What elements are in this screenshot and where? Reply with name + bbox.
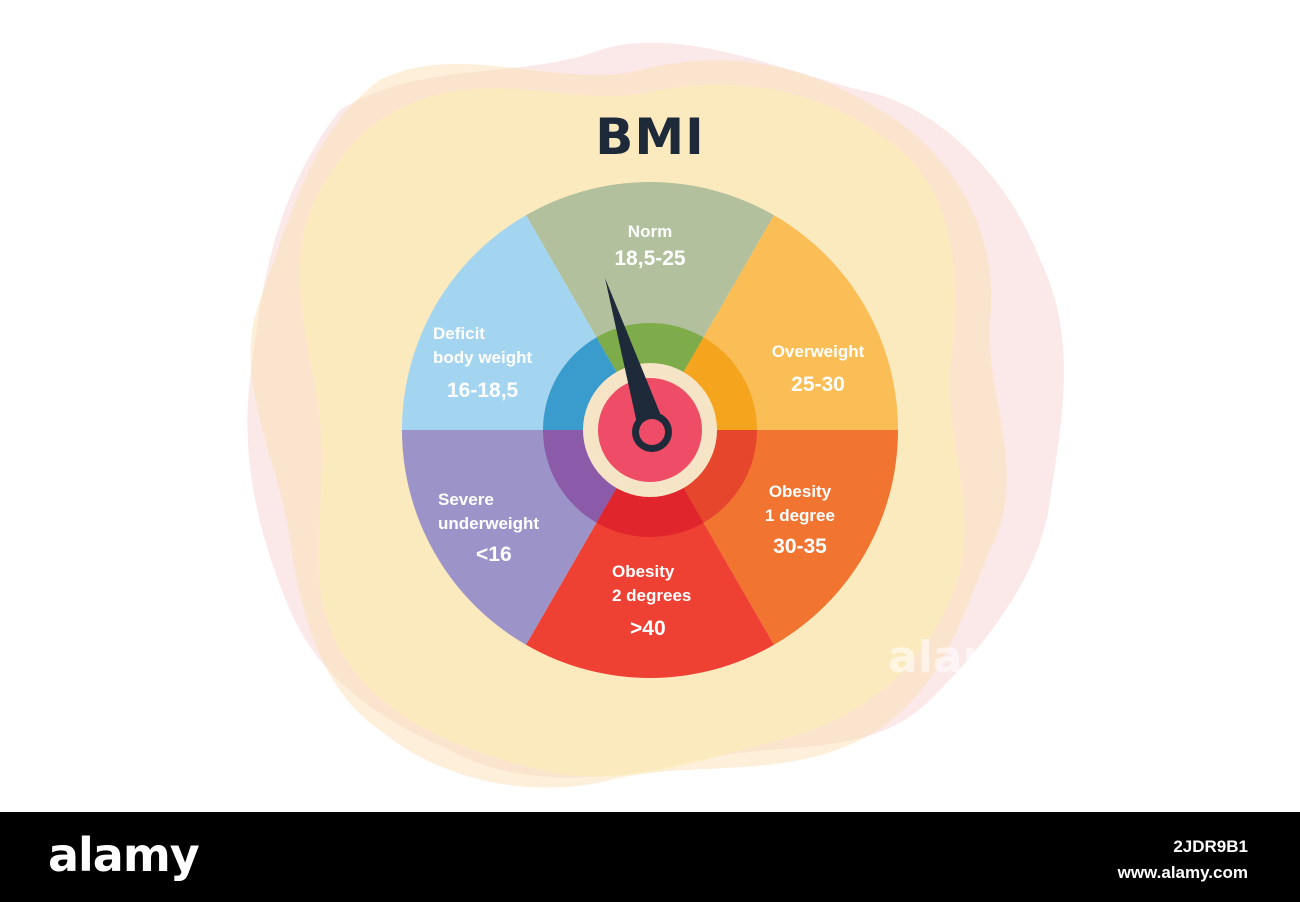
label-obesity1-name: Obesity 1 degree xyxy=(765,482,835,525)
label-severe-range: <16 xyxy=(476,543,512,566)
label-overweight: Overweight 25-30 xyxy=(748,340,888,400)
label-deficit: Deficit body weight 16-18,5 xyxy=(420,322,570,406)
watermark: alamy xyxy=(888,632,1037,683)
label-overweight-name: Overweight xyxy=(771,342,865,361)
footer-info: 2JDR9B1 www.alamy.com xyxy=(1118,834,1248,886)
label-norm-name: Norm xyxy=(627,222,673,241)
label-obesity2: Obesity 2 degrees >40 xyxy=(572,560,722,644)
label-norm: Norm 18,5-25 xyxy=(575,220,725,274)
footer-url: www.alamy.com xyxy=(1117,863,1248,882)
bmi-infographic: BMI Norm 18,5-25 Overweight 25-30 Obesit… xyxy=(247,42,1064,788)
outer-sectors xyxy=(402,182,898,678)
label-obesity2-range: >40 xyxy=(630,617,666,640)
page-title: BMI xyxy=(595,108,705,166)
sector-obesity2 xyxy=(526,430,774,678)
label-norm-range: 18,5-25 xyxy=(614,247,686,270)
footer-bar: alamy 2JDR9B1 www.alamy.com xyxy=(0,812,1300,902)
label-deficit-range: 16-18,5 xyxy=(447,379,519,402)
label-severe: Severe underweight <16 xyxy=(420,488,570,570)
bmi-dial-svg xyxy=(247,42,1064,788)
footer-image-id: 2JDR9B1 xyxy=(1173,837,1248,856)
label-deficit-name: Deficit body weight xyxy=(433,324,533,367)
label-obesity1-range: 30-35 xyxy=(773,535,827,558)
needle-pivot-center xyxy=(639,419,665,445)
footer-brand: alamy xyxy=(48,828,200,882)
label-obesity2-name: Obesity 2 degrees xyxy=(612,562,692,605)
needle-pointer xyxy=(605,278,662,428)
sector-norm xyxy=(526,182,774,430)
label-obesity1: Obesity 1 degree 30-35 xyxy=(730,480,870,562)
label-severe-name: Severe underweight xyxy=(438,490,540,533)
label-overweight-range: 25-30 xyxy=(791,373,845,396)
